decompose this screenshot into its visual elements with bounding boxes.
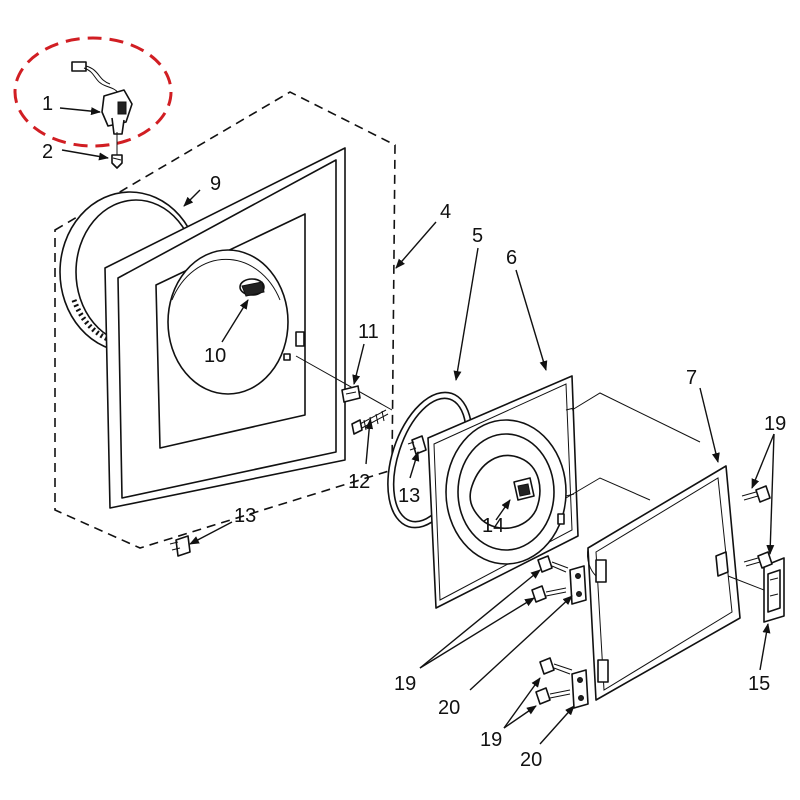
callout-19-handle: 19: [764, 413, 786, 435]
callout-9: 9: [210, 173, 221, 195]
screw-part-13b[interactable]: [407, 435, 427, 455]
callout-19-lower-hinge: 19: [480, 729, 502, 751]
screw-part-12[interactable]: [351, 409, 389, 435]
highlight-ring: [13, 36, 173, 148]
outer-door-part[interactable]: [587, 465, 741, 701]
callout-13-left: 13: [234, 505, 256, 527]
callout-14: 14: [482, 515, 504, 537]
screw-part-19-lower-a[interactable]: [539, 657, 573, 675]
hinge-part-20-lower[interactable]: [571, 669, 589, 709]
callout-7: 7: [686, 367, 697, 389]
callout-13-middle: 13: [398, 485, 420, 507]
screw-part-19-upper-a[interactable]: [537, 555, 569, 573]
latch-clip-part[interactable]: [295, 355, 393, 411]
screw-part-19-lower-b[interactable]: [535, 687, 571, 705]
callout-6: 6: [506, 247, 517, 269]
front-panel-assembly-boundary: [54, 91, 396, 549]
callout-15: 15: [748, 673, 770, 695]
callout-10: 10: [204, 345, 226, 367]
door-handle-part[interactable]: [727, 557, 785, 623]
callout-5: 5: [472, 225, 483, 247]
callout-2: 2: [42, 141, 53, 163]
screw-part-2[interactable]: [111, 132, 123, 169]
callout-20-lower: 20: [520, 749, 542, 771]
screw-part-19-mid[interactable]: [743, 551, 773, 569]
callout-11: 11: [358, 321, 379, 343]
door-switch-part[interactable]: [71, 61, 133, 135]
callout-4: 4: [440, 201, 451, 223]
hinge-part-20-upper[interactable]: [569, 565, 587, 605]
callout-19-upper-hinge: 19: [394, 673, 416, 695]
panel-connector-lines: [565, 392, 701, 501]
screw-part-19-top[interactable]: [741, 485, 771, 503]
screw-part-19-upper-b[interactable]: [531, 585, 567, 603]
callout-20-upper: 20: [438, 697, 460, 719]
callout-1: 1: [42, 93, 53, 115]
inner-door-panel-part[interactable]: [427, 375, 579, 609]
leader-lines: [59, 107, 775, 745]
front-panel-part[interactable]: [104, 147, 346, 509]
screw-part-13a[interactable]: [169, 535, 191, 557]
callout-12: 12: [348, 471, 370, 493]
